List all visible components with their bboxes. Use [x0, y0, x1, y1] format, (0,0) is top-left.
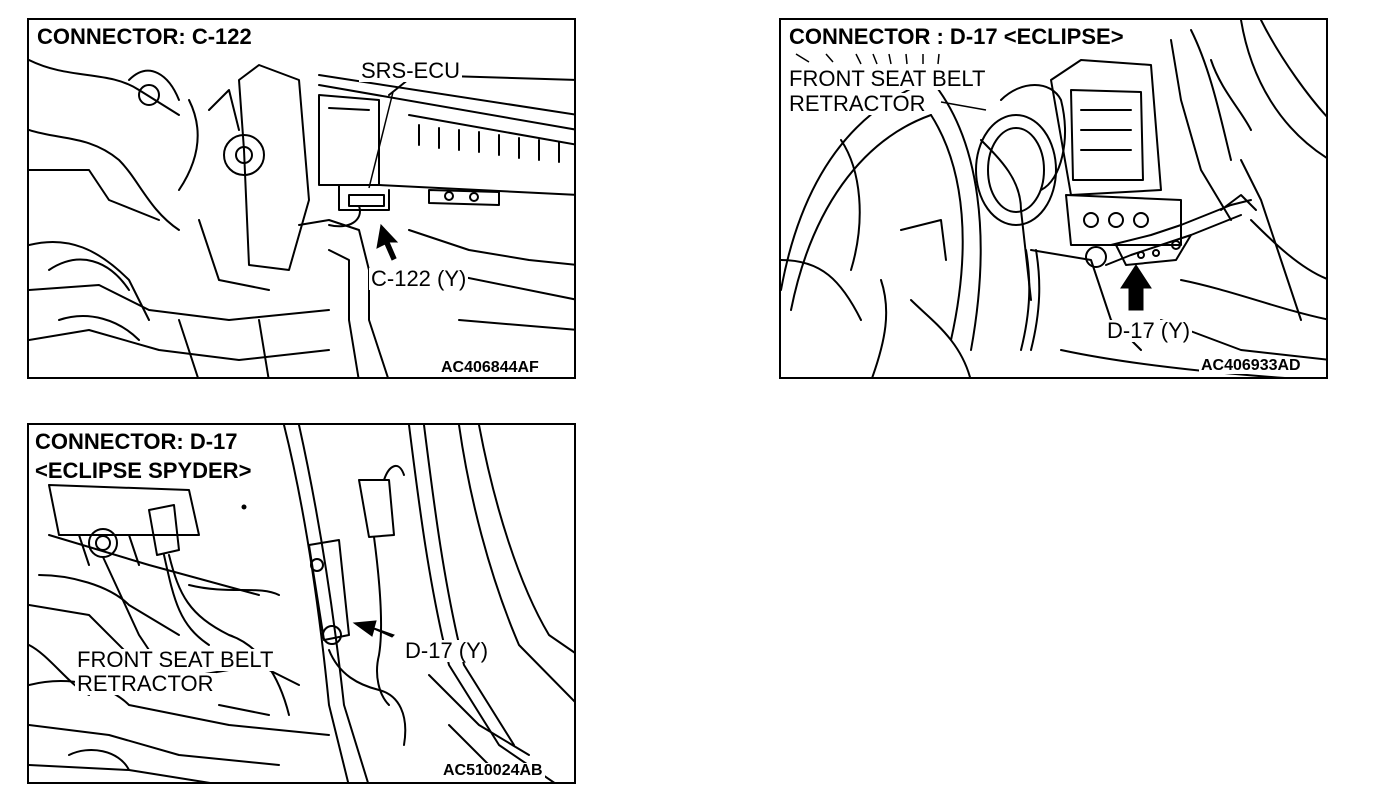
label-front-seat-belt: FRONT SEAT BELT — [75, 647, 276, 672]
figure-title-line-1: CONNECTOR: D-17 — [33, 429, 240, 454]
figure-code: AC510024AB — [441, 762, 545, 779]
figure-connector-c122: CONNECTOR: C-122 SRS-ECU C-122 (Y) AC406… — [27, 18, 576, 379]
illustration-d17-eclipse-spyder — [29, 425, 574, 782]
label-connector-c122: C-122 (Y) — [369, 266, 469, 291]
figure-title: CONNECTOR : D-17 <ECLIPSE> — [787, 24, 1126, 49]
arrow-d17 — [1120, 264, 1152, 311]
figure-connector-d17-eclipse: CONNECTOR : D-17 <ECLIPSE> FRONT SEAT BE… — [779, 18, 1328, 379]
label-front-seat-belt: FRONT SEAT BELT — [787, 66, 988, 91]
figure-title: CONNECTOR: C-122 — [35, 24, 254, 49]
figure-code: AC406933AD — [1199, 357, 1303, 374]
label-connector-d17: D-17 (Y) — [1105, 318, 1193, 343]
arrow-c122 — [376, 223, 399, 261]
figure-connector-d17-eclipse-spyder: CONNECTOR: D-17 <ECLIPSE SPYDER> FRONT S… — [27, 423, 576, 784]
arrow-d17-spyder — [352, 620, 395, 638]
label-connector-d17: D-17 (Y) — [403, 638, 491, 663]
illustration-c122 — [29, 59, 574, 377]
label-retractor: RETRACTOR — [75, 671, 216, 696]
figure-code: AC406844AF — [439, 359, 541, 376]
label-retractor: RETRACTOR — [787, 91, 928, 116]
label-srs-ecu: SRS-ECU — [359, 58, 463, 83]
figure-title-line-2: <ECLIPSE SPYDER> — [33, 458, 254, 483]
